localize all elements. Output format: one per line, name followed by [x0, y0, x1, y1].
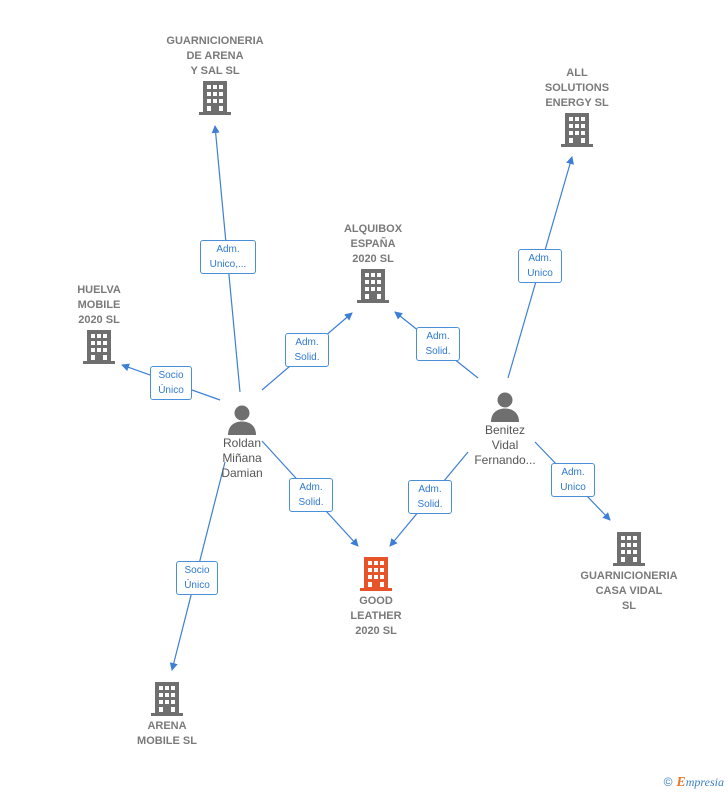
- company-label: HUELVA MOBILE 2020 SL: [77, 284, 121, 326]
- building-icon: [199, 81, 231, 115]
- company-label: ALQUIBOX ESPAÑA 2020 SL: [343, 223, 403, 265]
- company-node-guarnicioneria-casa-vidal[interactable]: GUARNICIONERIA CASA VIDAL SL: [565, 530, 693, 614]
- company-label: ARENA MOBILE SL: [137, 720, 197, 747]
- footer-brand[interactable]: ©Empresia: [664, 775, 724, 791]
- building-icon: [357, 269, 389, 303]
- edge-label-roldan-guarnicioneria-arena: Adm. Unico,...: [200, 240, 256, 274]
- copyright-symbol: ©: [663, 775, 673, 789]
- company-label: GUARNICIONERIA DE ARENA Y SAL SL: [166, 35, 264, 77]
- building-icon: [151, 682, 183, 716]
- edge-label-benitez-good-leather: Adm. Solid.: [408, 480, 452, 514]
- building-icon: [613, 532, 645, 566]
- company-label: GOOD LEATHER 2020 SL: [350, 595, 402, 637]
- company-label: GUARNICIONERIA CASA VIDAL SL: [580, 570, 678, 612]
- company-node-alquibox-espana[interactable]: ALQUIBOX ESPAÑA 2020 SL: [323, 222, 423, 303]
- person-icon: [228, 405, 256, 435]
- edge-label-roldan-arena-mobile: Socio Único: [176, 561, 218, 595]
- edge-label-roldan-huelva-mobile: Socio Único: [150, 366, 192, 400]
- company-label: ALL SOLUTIONS ENERGY SL: [544, 67, 610, 109]
- person-node-benitez[interactable]: Benitez Vidal Fernando...: [460, 391, 550, 468]
- brand-logo-initial: E: [676, 775, 686, 790]
- edge-label-benitez-alquibox: Adm. Solid.: [416, 327, 460, 361]
- company-node-huelva-mobile[interactable]: HUELVA MOBILE 2020 SL: [54, 283, 144, 364]
- person-label: Roldan Miñana Damian: [221, 436, 263, 480]
- building-icon: [360, 557, 392, 591]
- person-icon: [491, 392, 519, 422]
- edge-label-roldan-alquibox: Adm. Solid.: [285, 333, 329, 367]
- company-node-guarnicioneria-de-arena[interactable]: GUARNICIONERIA DE ARENA Y SAL SL: [150, 34, 280, 115]
- edge-label-benitez-casa-vidal: Adm. Unico: [551, 463, 595, 497]
- edge-label-roldan-good-leather: Adm. Solid.: [289, 478, 333, 512]
- company-node-arena-mobile[interactable]: ARENA MOBILE SL: [121, 680, 213, 749]
- person-label: Benitez Vidal Fernando...: [474, 423, 536, 467]
- edge-label-benitez-all-solutions: Adm. Unico: [518, 249, 562, 283]
- building-icon: [83, 330, 115, 364]
- company-node-good-leather[interactable]: GOOD LEATHER 2020 SL: [326, 555, 426, 639]
- brand-logo-text: mpresia: [685, 775, 724, 789]
- building-icon: [561, 113, 593, 147]
- person-node-roldan[interactable]: Roldan Miñana Damian: [200, 404, 284, 481]
- company-node-all-solutions-energy[interactable]: ALL SOLUTIONS ENERGY SL: [522, 66, 632, 147]
